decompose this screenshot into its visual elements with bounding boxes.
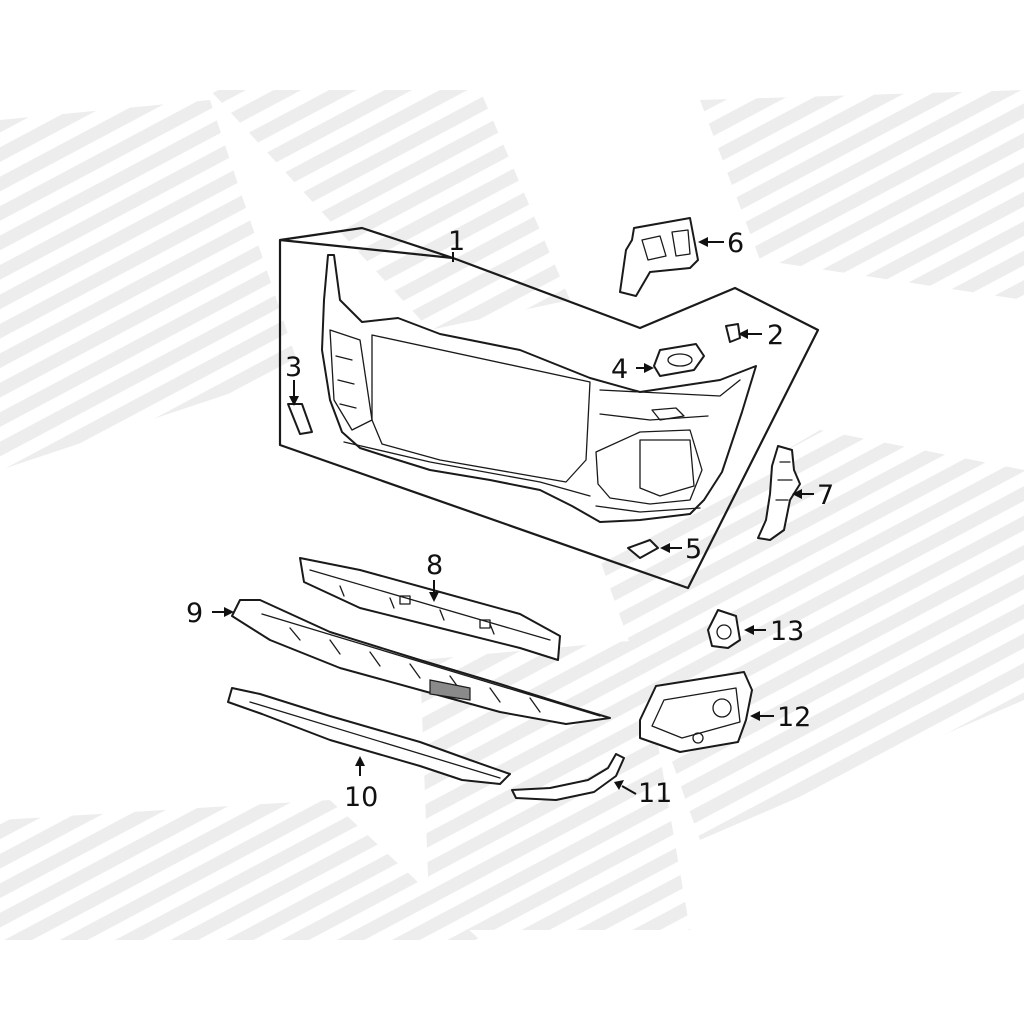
part-8-grille-carrier (299, 557, 561, 661)
leader-lines (212, 237, 814, 795)
part-7-side-bracket (757, 445, 801, 541)
part-9-lower-grille (231, 599, 611, 725)
callout-3: 3 (285, 352, 302, 383)
part-6-bracket (619, 217, 699, 297)
callout-13: 13 (770, 616, 804, 647)
callout-1: 1 (448, 226, 465, 257)
callout-10: 10 (344, 782, 378, 813)
callout-11: 11 (638, 778, 672, 809)
callout-4: 4 (611, 354, 628, 385)
part-12-fog-bezel (639, 671, 753, 753)
watermark-logo (0, 90, 1024, 940)
part-1-group-outline (278, 226, 820, 590)
callout-9: 9 (186, 598, 203, 629)
callout-7: 7 (817, 480, 834, 511)
callout-12: 12 (777, 702, 811, 733)
bumper-cover (321, 254, 757, 523)
callout-5: 5 (685, 534, 702, 565)
part-4-tow-cover (653, 343, 705, 377)
part-2-clip (725, 323, 741, 343)
callout-6: 6 (727, 228, 744, 259)
part-3-cap (287, 403, 313, 435)
callout-labels: 1 2 3 4 5 6 7 8 9 10 11 12 13 (186, 226, 834, 813)
part-13-sensor-holder (707, 609, 741, 649)
callout-2: 2 (767, 320, 784, 351)
callout-8: 8 (426, 550, 443, 581)
part-5-cap (627, 539, 659, 559)
part-10-lower-trim (227, 687, 511, 785)
part-11-trim-strip (511, 753, 625, 801)
